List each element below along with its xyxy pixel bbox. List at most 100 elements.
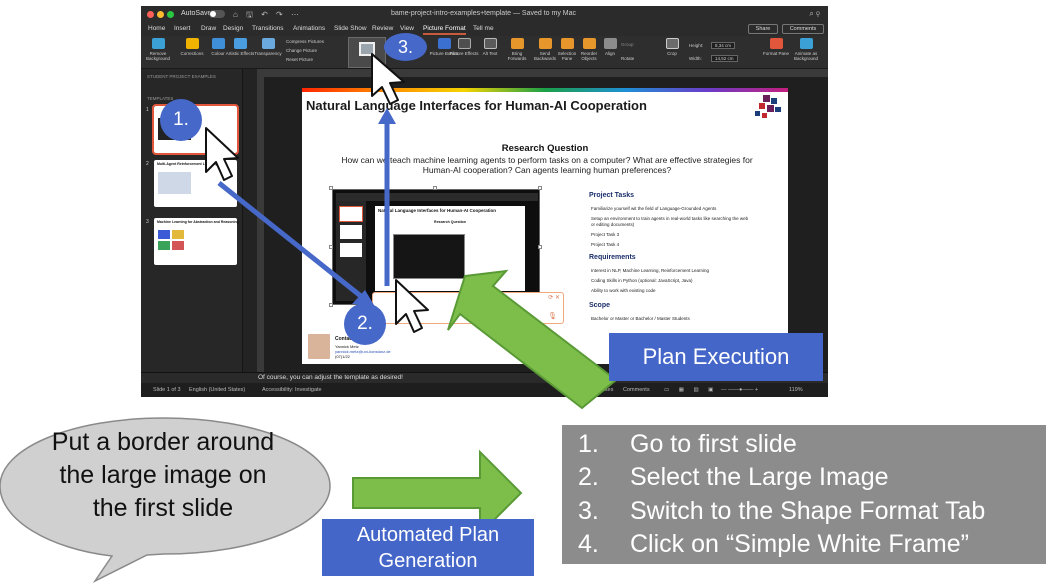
- contact-photo[interactable]: [308, 334, 330, 359]
- task-item[interactable]: Project Task 4: [591, 242, 620, 247]
- thumbnail-number: 3: [146, 219, 149, 225]
- artistic-effects-button[interactable]: Artistic Effects: [225, 38, 255, 56]
- thumbnail-image: [172, 230, 184, 239]
- requirement-item[interactable]: Ability to work with existing code: [591, 288, 656, 293]
- zoom-window-button[interactable]: [167, 11, 174, 18]
- zoom-level[interactable]: 119%: [789, 387, 803, 393]
- floating-input-box[interactable]: ⟳ ✕ 🎙: [372, 292, 564, 324]
- task-item[interactable]: or editing documents): [591, 222, 635, 227]
- bring-forwards-button[interactable]: Bring Forwards: [502, 38, 532, 61]
- tab-insert[interactable]: Insert: [174, 25, 191, 32]
- step-badge-3: 3.: [384, 33, 427, 61]
- search-icon[interactable]: ⌕ ⚲: [809, 9, 820, 18]
- resize-handle[interactable]: [329, 303, 333, 307]
- notes-text[interactable]: Of course, you can adjust the template a…: [258, 374, 403, 381]
- task-item[interactable]: Familiarize yourself wit the field of La…: [591, 206, 717, 211]
- tab-transitions[interactable]: Transitions: [252, 25, 284, 32]
- tab-animations[interactable]: Animations: [293, 25, 326, 32]
- crop-button[interactable]: Crop: [657, 38, 687, 56]
- tab-view[interactable]: View: [400, 25, 414, 32]
- slide-thumbnail-2[interactable]: Multi-Agent Reinforcement Learning: [154, 160, 237, 207]
- height-field[interactable]: 8,34 cm: [711, 42, 736, 49]
- task-item[interactable]: Project Task 3: [591, 232, 620, 237]
- view-buttons[interactable]: ▭ ▦ ▥ ▣: [664, 387, 718, 393]
- project-tasks-heading[interactable]: Project Tasks: [589, 192, 635, 199]
- title-bar: AutoSave ⌂ 🖫 ↶ ↷ ⋯ bame-project-intro-ex…: [141, 6, 828, 23]
- quick-access-icons[interactable]: ⌂ 🖫 ↶ ↷ ⋯: [233, 10, 302, 19]
- resize-handle[interactable]: [433, 186, 437, 190]
- contact-name[interactable]: Yannick Metz: [335, 344, 359, 349]
- requirements-heading[interactable]: Requirements: [589, 254, 636, 261]
- picture-style-simple-white-frame[interactable]: [348, 37, 386, 68]
- change-picture-button[interactable]: Change Picture: [286, 48, 318, 53]
- language-indicator[interactable]: English (United States): [189, 387, 246, 393]
- animate-as-background-button[interactable]: Animate as Background: [791, 38, 821, 61]
- close-icon[interactable]: ⟳ ✕: [548, 295, 560, 301]
- group-button[interactable]: Group: [621, 42, 634, 47]
- align-icon: [603, 38, 617, 49]
- thumbnail-number: 1: [146, 107, 149, 113]
- requirement-item[interactable]: Coding Skills in Python (optional: JavaS…: [591, 278, 693, 283]
- step-badge-1: 1.: [160, 99, 202, 141]
- inner-slide-heading: Research Question: [434, 220, 466, 224]
- comments-button[interactable]: Comments: [782, 24, 824, 34]
- width-field[interactable]: 14,52 cm: [711, 55, 738, 62]
- accessibility-button[interactable]: Accessibility: Investigate: [262, 387, 322, 393]
- send-backwards-button[interactable]: Send Backwards: [530, 38, 560, 61]
- rotate-button[interactable]: Rotate: [621, 56, 635, 61]
- tab-slide-show[interactable]: Slide Show: [334, 25, 367, 32]
- research-question-heading[interactable]: Research Question: [501, 143, 589, 154]
- automated-plan-generation-label: Automated Plan Generation: [322, 519, 534, 576]
- format-pane-button[interactable]: Format Pane: [761, 38, 791, 56]
- contact-heading[interactable]: Contact: [335, 336, 354, 342]
- slide-color-strip: [302, 88, 788, 92]
- tab-picture-format[interactable]: Picture Format: [423, 25, 466, 35]
- plan-steps-box: 1.Go to first slide 2.Select the Large I…: [562, 425, 1046, 564]
- remove-background-button[interactable]: Remove Background: [143, 38, 173, 61]
- share-button[interactable]: Share: [748, 24, 778, 34]
- large-image[interactable]: Natural Language Interfaces for Human-AI…: [332, 189, 540, 305]
- minimize-window-button[interactable]: [157, 11, 164, 18]
- reset-picture-button[interactable]: Reset Picture: [286, 57, 314, 62]
- alt-text-button[interactable]: Alt Text: [475, 38, 505, 56]
- compress-pictures-button[interactable]: Compress Pictures: [286, 39, 325, 44]
- reorder-objects-button[interactable]: Reorder Objects: [574, 38, 604, 61]
- remove-background-icon: [151, 38, 165, 49]
- resize-handle[interactable]: [538, 186, 542, 190]
- requirement-item[interactable]: Interest in NLP, Machine Learning, Reinf…: [591, 268, 709, 273]
- slide-title[interactable]: Natural Language Interfaces for Human-AI…: [306, 98, 647, 113]
- zoom-slider[interactable]: — ——●—— +: [721, 387, 759, 393]
- contact-email[interactable]: yannick.metz@uni-konstanz.de: [335, 349, 391, 354]
- transparency-button[interactable]: Transparency: [253, 38, 283, 56]
- contact-phone[interactable]: (07)1/22: [335, 354, 350, 359]
- autosave-toggle[interactable]: [209, 10, 225, 18]
- research-question-text[interactable]: How can we teach machine learning agents…: [341, 155, 753, 175]
- picture-border-button[interactable]: Picture Border: [429, 38, 459, 56]
- scope-item[interactable]: Bachelor or Master or Bachelor / Master …: [591, 316, 690, 321]
- resize-handle[interactable]: [329, 186, 333, 190]
- close-window-button[interactable]: [147, 11, 154, 18]
- slide-counter: Slide 1 of 3: [153, 387, 181, 393]
- task-item[interactable]: Setup an environment to train agents in …: [591, 216, 749, 221]
- notes-button[interactable]: Notes: [599, 387, 614, 393]
- comments-status-button[interactable]: Comments: [623, 387, 650, 393]
- selection-pane-button[interactable]: Selection Pane: [552, 38, 582, 61]
- tab-home[interactable]: Home: [148, 25, 166, 32]
- inner-thumbnails: [336, 201, 366, 301]
- tab-draw[interactable]: Draw: [201, 25, 217, 32]
- picture-effects-button[interactable]: Picture Effects: [449, 38, 479, 56]
- resize-handle[interactable]: [329, 245, 333, 249]
- colour-button[interactable]: Colour: [203, 38, 233, 56]
- scope-heading[interactable]: Scope: [589, 302, 611, 309]
- microphone-icon[interactable]: 🎙: [548, 313, 557, 320]
- corrections-button[interactable]: Corrections: [177, 38, 207, 56]
- plan-step-3: 3.Switch to the Shape Format Tab: [578, 497, 986, 525]
- resize-handle[interactable]: [538, 245, 542, 249]
- align-button[interactable]: Align: [595, 38, 625, 56]
- powerpoint-window: AutoSave ⌂ 🖫 ↶ ↷ ⋯ bame-project-intro-ex…: [141, 6, 828, 397]
- tab-tell-me[interactable]: Tell me: [473, 25, 494, 32]
- tab-design[interactable]: Design: [223, 25, 244, 32]
- tab-review[interactable]: Review: [372, 25, 394, 32]
- slide-thumbnail-3[interactable]: Machine Learning for Abstraction and Rea…: [154, 218, 239, 265]
- document-title: bame-project-intro-examples+template — S…: [391, 10, 576, 17]
